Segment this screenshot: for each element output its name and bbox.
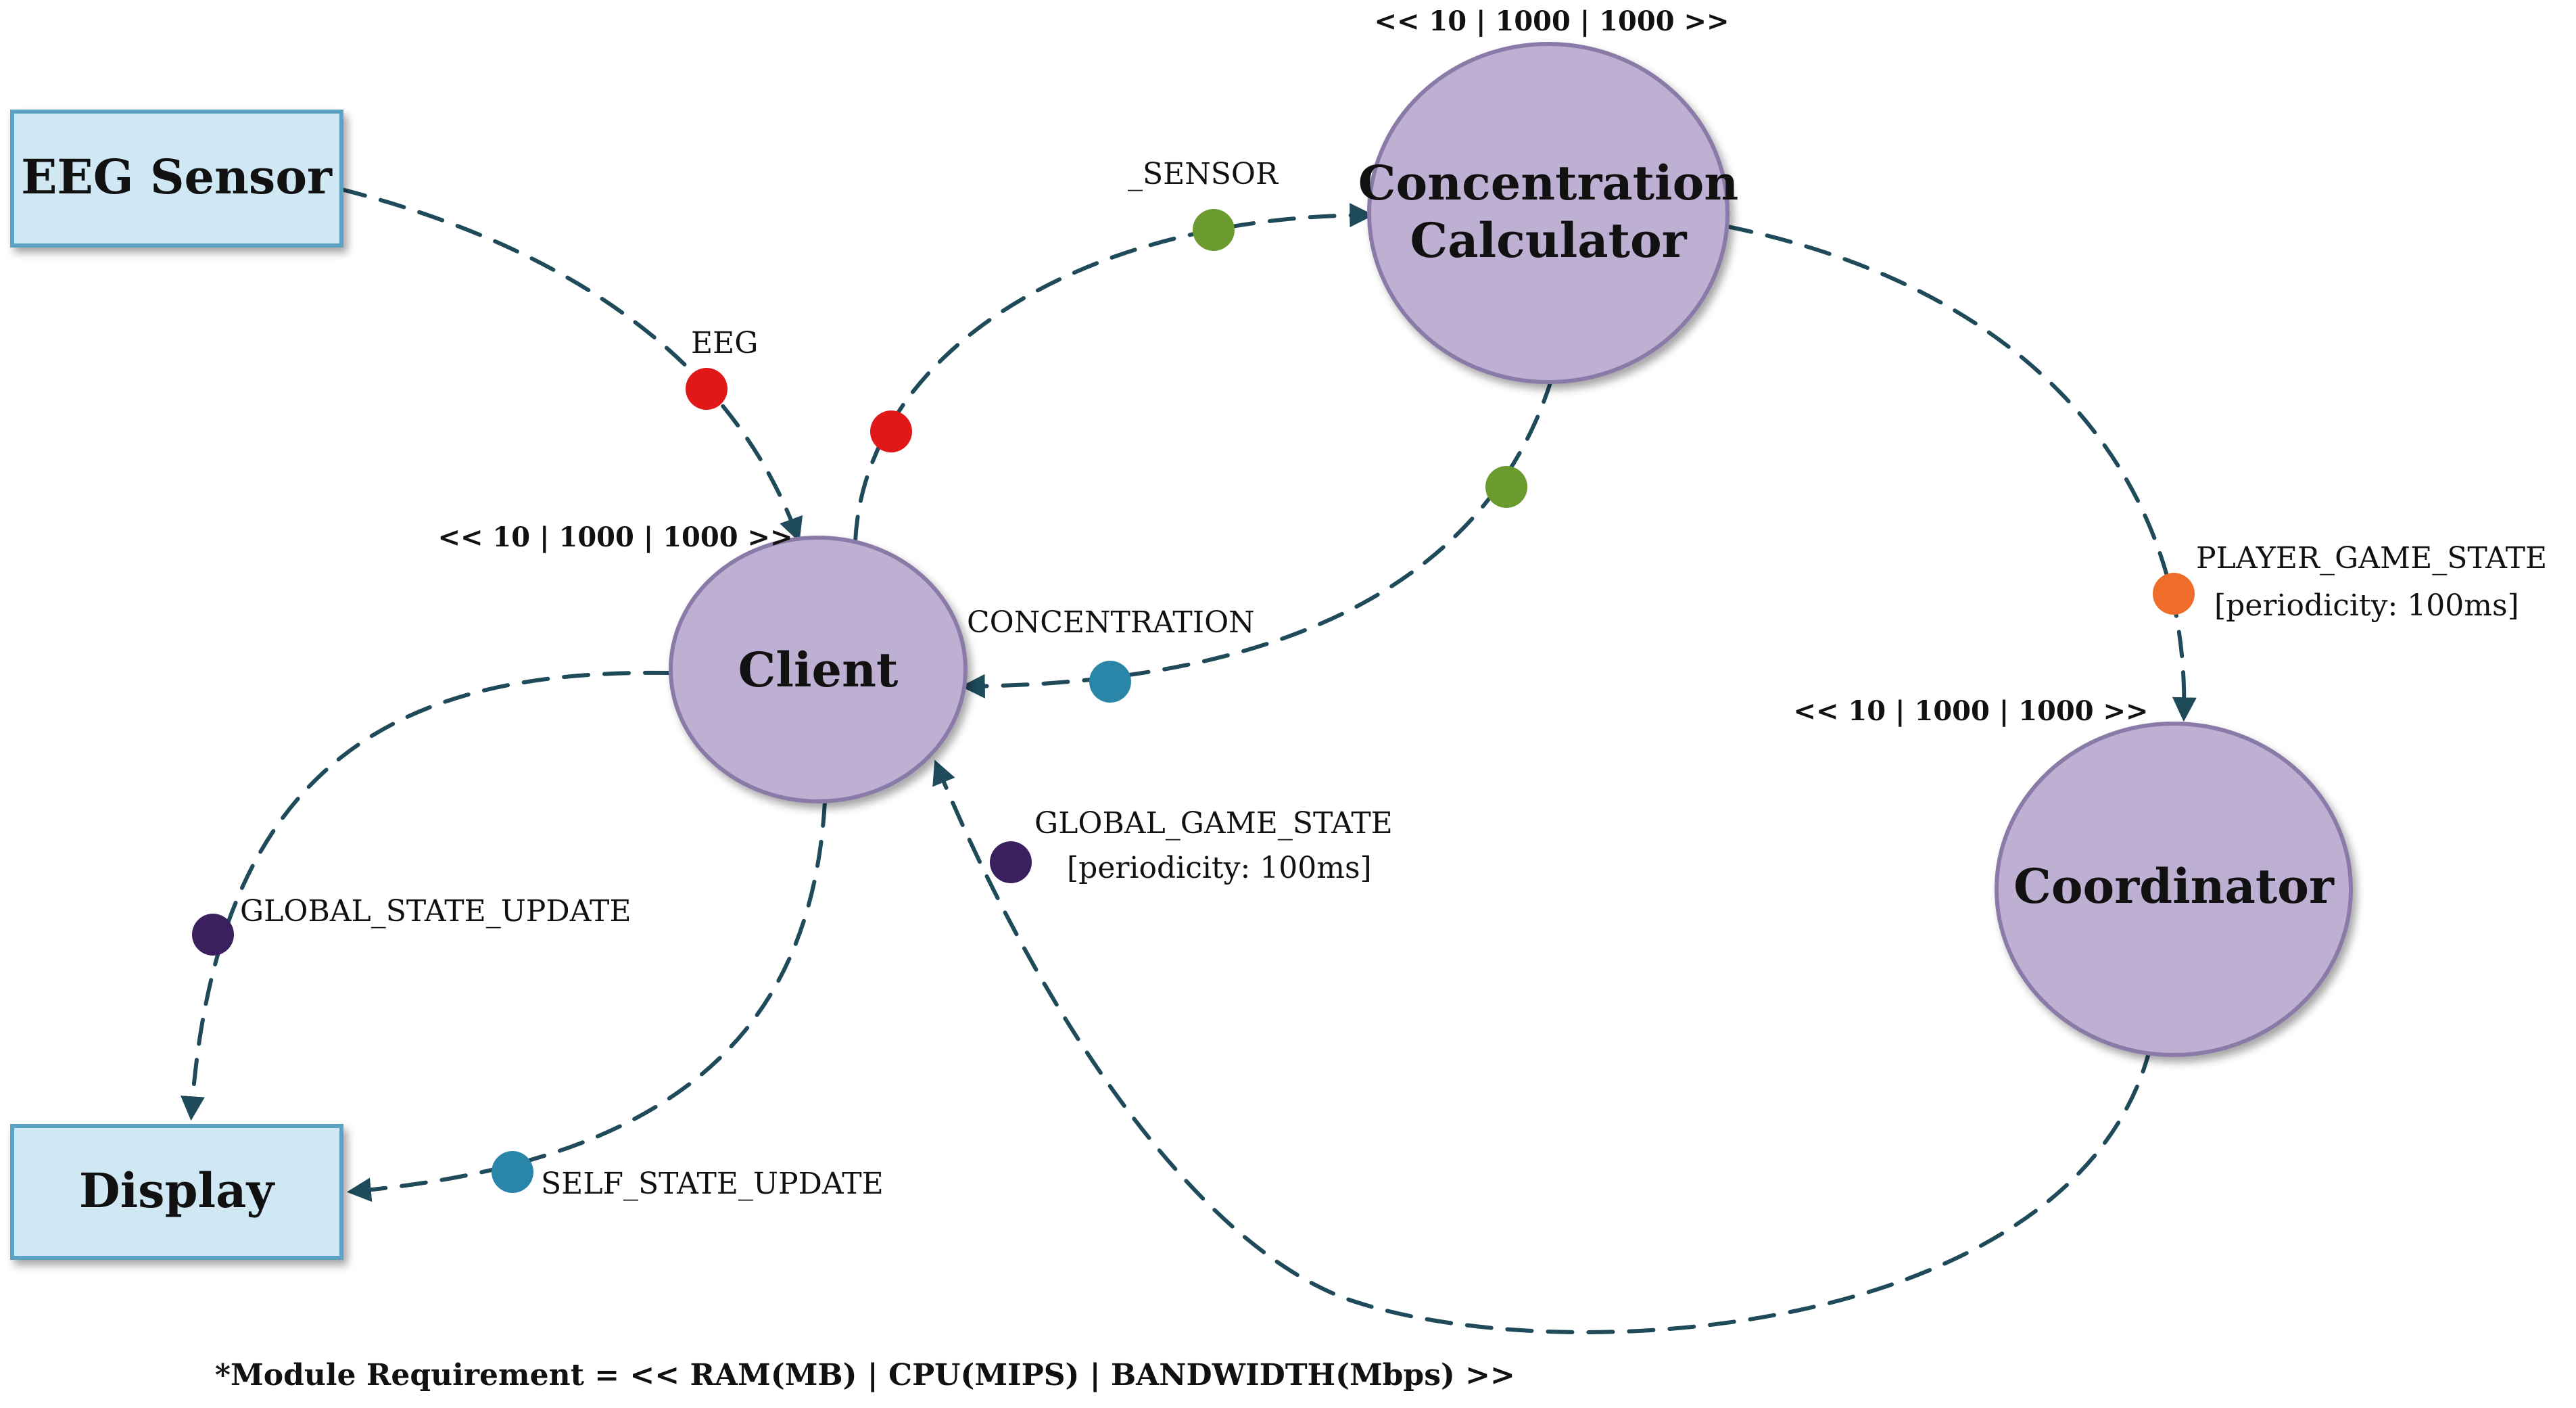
- edge-concentration: [960, 377, 1554, 699]
- label-concentration: CONCENTRATION: [967, 605, 1255, 640]
- edge-eeg: [339, 187, 803, 542]
- node-calculator-label-line2: Calculator: [1410, 212, 1687, 268]
- edge-global-game-state: [932, 759, 2152, 1334]
- node-client[interactable]: Client: [669, 536, 968, 803]
- node-eeg-sensor[interactable]: EEG Sensor: [10, 110, 343, 248]
- node-coordinator[interactable]: Coordinator: [1995, 722, 2353, 1057]
- dot-global-state-update-purple: [192, 914, 234, 956]
- req-calculator: << 10 | 1000 | 1000 >>: [1374, 5, 1729, 37]
- dot-concentration-teal: [1089, 661, 1131, 703]
- label-global-game-state: GLOBAL_GAME_STATE: [1034, 806, 1393, 841]
- dot-calculator-green: [1485, 466, 1527, 508]
- label-sensor: _SENSOR: [1128, 157, 1279, 191]
- node-eeg-sensor-label: EEG Sensor: [21, 149, 333, 205]
- label-self-state-update: SELF_STATE_UPDATE: [541, 1167, 884, 1201]
- label-global-state-update: GLOBAL_STATE_UPDATE: [240, 894, 631, 929]
- node-calculator-label-line1: Concentration: [1358, 155, 1738, 211]
- req-coordinator: << 10 | 1000 | 1000 >>: [1793, 695, 2148, 727]
- node-coordinator-label: Coordinator: [2013, 858, 2335, 914]
- dot-eeg-red: [686, 368, 728, 410]
- dot-player-game-state-orange: [2153, 573, 2195, 615]
- node-display-label: Display: [79, 1163, 276, 1219]
- edge-global-state-update: [180, 670, 671, 1121]
- dot-sensor-green: [1193, 209, 1235, 251]
- edge-self-state-update: [346, 799, 827, 1202]
- node-client-label: Client: [738, 642, 899, 698]
- node-display[interactable]: Display: [10, 1124, 343, 1260]
- dot-client-red: [870, 410, 912, 452]
- edge-sensor: [853, 203, 1375, 543]
- footnote-module-requirement: *Module Requirement = << RAM(MB) | CPU(M…: [215, 1358, 1515, 1392]
- label-eeg: EEG: [691, 326, 758, 360]
- dot-global-game-state-purple: [990, 841, 1032, 883]
- label-player-game-state-period: [periodicity: 100ms]: [2214, 588, 2519, 623]
- req-client: << 10 | 1000 | 1000 >>: [437, 521, 792, 553]
- dot-self-state-update-teal: [492, 1151, 533, 1193]
- label-global-game-state-period: [periodicity: 100ms]: [1067, 851, 1372, 885]
- node-concentration-calculator[interactable]: Concentration Calculator: [1358, 42, 1738, 384]
- edge-player-game-state: [1725, 225, 2197, 722]
- label-player-game-state: PLAYER_GAME_STATE: [2196, 541, 2547, 576]
